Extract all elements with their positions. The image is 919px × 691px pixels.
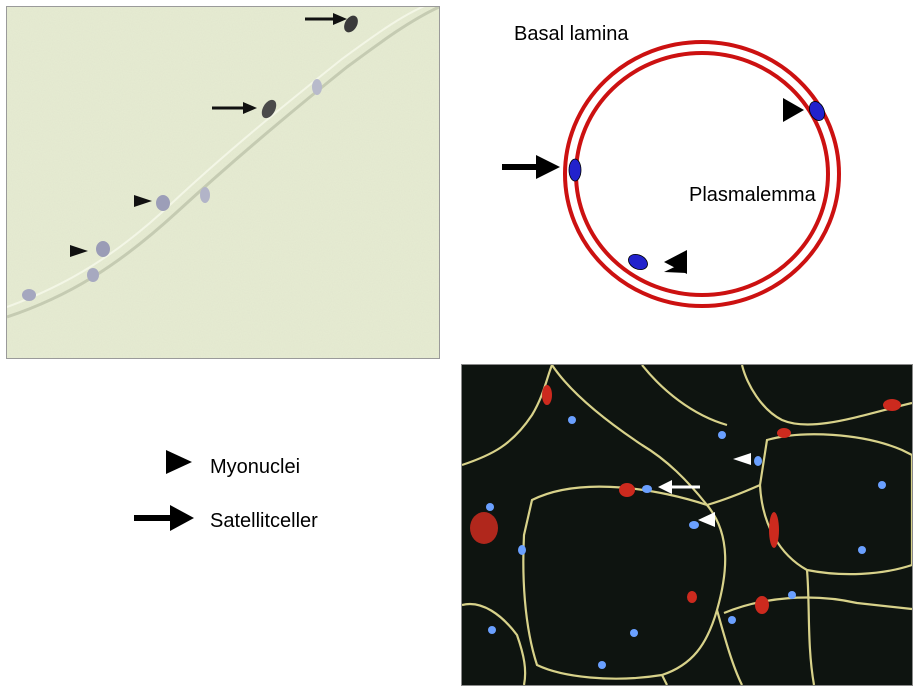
fiber-cross-section-diagram	[502, 40, 841, 308]
arrowhead-icon	[698, 512, 715, 527]
myonucleus	[808, 101, 826, 121]
satellite-cell	[568, 158, 582, 182]
satellite-cell	[261, 99, 277, 119]
arrowhead-icon	[70, 245, 88, 257]
myonucleus	[628, 253, 648, 271]
fluorescence-micrograph	[461, 364, 913, 686]
plasmalemma-circle	[574, 51, 830, 297]
arrowhead-icon	[134, 195, 152, 207]
myonucleus	[156, 195, 170, 211]
basal-lamina-label: Basal lamina	[514, 23, 629, 45]
myonucleus	[22, 289, 36, 301]
plasmalemma-label: Plasmalemma	[689, 184, 816, 206]
arrowhead-icon	[783, 98, 804, 122]
myonucleus	[312, 79, 322, 95]
arrow-icon	[502, 155, 560, 179]
histology-micrograph	[6, 6, 440, 359]
myonucleus	[200, 187, 210, 203]
arrow-icon	[134, 505, 194, 531]
histology-image	[7, 7, 439, 358]
satellite-cell	[344, 15, 358, 33]
legend-label: Satellitceller	[210, 510, 318, 532]
legend-label: Myonuclei	[210, 456, 301, 478]
arrowhead-icon	[664, 250, 687, 274]
arrow-icon	[658, 480, 700, 494]
arrowhead-icon	[166, 450, 192, 474]
myonucleus	[96, 241, 110, 257]
arrow-icon	[305, 13, 347, 25]
fiber-schematic: Basal lamina Plasmalemma	[490, 10, 910, 320]
legend-item-myonuclei: Myonuclei	[130, 445, 390, 478]
legend: Myonuclei Satellitceller	[130, 445, 390, 545]
basal-lamina-circle	[563, 40, 841, 308]
legend-item-satellitceller: Satellitceller	[130, 503, 390, 533]
arrow-icon	[212, 102, 257, 114]
myonucleus	[87, 268, 99, 282]
arrowhead-icon	[733, 453, 751, 465]
fluorescence-image	[462, 365, 912, 685]
